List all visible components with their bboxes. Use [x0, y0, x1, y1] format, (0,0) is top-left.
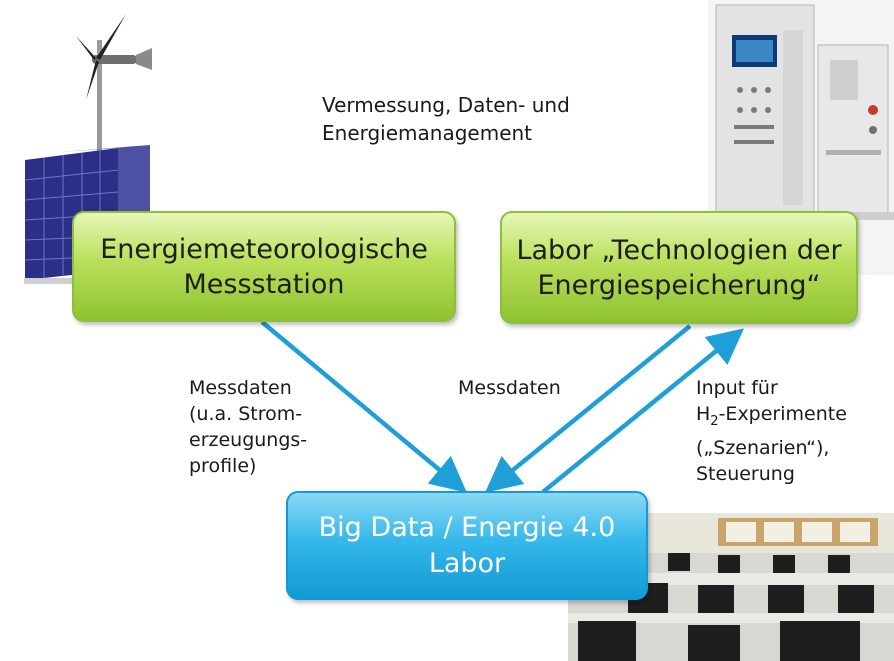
- header-line-1: Vermessung, Daten- und: [322, 93, 570, 117]
- label-left-line-2: (u.a. Strom-: [189, 403, 303, 425]
- label-right-experimente: -Experimente: [718, 403, 847, 425]
- box-labor-energiespeicherung: Labor „Technologien der Energiespeicheru…: [500, 211, 858, 324]
- label-right-line-1: Input für: [696, 377, 778, 399]
- box-labor-line-2: Energiespeicherung“: [537, 269, 821, 301]
- box-bigdata-line-1: Big Data / Energie 4.0: [318, 511, 616, 543]
- label-messdaten-middle: Messdaten: [458, 375, 561, 401]
- arrow-bigdata-to-labor: [541, 328, 744, 494]
- label-messdaten-left: Messdaten (u.a. Strom- erzeugungs- profi…: [189, 375, 307, 479]
- box-labor-line-1: Labor „Technologien der: [516, 234, 842, 266]
- arrow-labor-to-bigdata: [485, 324, 692, 493]
- header-line-2: Energiemanagement: [322, 121, 533, 145]
- label-right-subscript: 2: [710, 413, 719, 429]
- label-left-line-4: profile): [189, 455, 257, 477]
- box-bigdata-line-2: Labor: [428, 547, 506, 579]
- label-middle-line-1: Messdaten: [458, 377, 561, 399]
- arrow-messstation-to-bigdata: [260, 320, 467, 493]
- label-input-experimente: Input für H2-Experimente („Szenarien“), …: [696, 375, 847, 487]
- header-text: Vermessung, Daten- und Energiemanagement: [322, 91, 570, 147]
- label-right-line-2: H2-Experimente: [696, 401, 847, 435]
- label-right-line-4: Steuerung: [696, 462, 795, 485]
- box-energiemeteorologische-messstation: Energiemeteorologische Messstation: [72, 211, 456, 322]
- label-left-line-1: Messdaten: [189, 377, 292, 399]
- box-messstation-line-2: Messstation: [183, 268, 345, 300]
- box-messstation-line-1: Energiemeteorologische: [100, 233, 428, 265]
- label-left-line-3: erzeugungs-: [189, 429, 308, 451]
- box-big-data-energie-labor: Big Data / Energie 4.0 Labor: [286, 491, 648, 600]
- label-right-line-3: („Szenarien“),: [696, 436, 830, 459]
- label-right-h: H: [696, 403, 711, 425]
